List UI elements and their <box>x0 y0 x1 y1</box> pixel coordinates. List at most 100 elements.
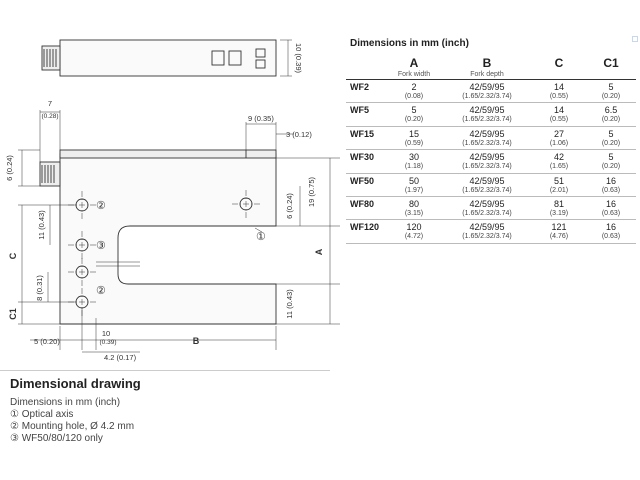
cell-a: 120(4.72) <box>386 220 442 243</box>
front-connector <box>39 161 61 187</box>
cell-c1: 16(0.63) <box>586 196 636 219</box>
cell-c1-mm: 6.5 <box>604 105 618 116</box>
cell-c1-inch: (0.20) <box>601 93 621 100</box>
cell-c-inch: (3.19) <box>549 209 569 217</box>
cell-b: 42/59/95(1.65/2.32/3.74) <box>442 196 532 219</box>
cell-c-mm: 42 <box>553 152 564 163</box>
caption-line-wf-only: ③ WF50/80/120 only <box>10 433 103 444</box>
cell-c1-mm: 5 <box>608 128 614 139</box>
label-c1: C1 <box>8 308 18 320</box>
top-view-body <box>59 39 277 77</box>
cell-a: 5(0.20) <box>386 103 442 126</box>
row-model: WF5 <box>350 105 369 116</box>
marker-optical-axis: ① <box>256 231 266 243</box>
cell-c-mm: 14 <box>553 105 564 116</box>
table-row: WF80 80(3.15)42/59/95(1.65/2.32/3.74)81(3… <box>346 196 636 220</box>
row-model: WF120 <box>350 222 380 233</box>
cell-c: 42(1.65) <box>532 150 586 173</box>
fork-outline <box>59 153 277 325</box>
cell-a: 80(3.15) <box>386 196 442 219</box>
cell-c-inch: (1.65) <box>549 163 569 171</box>
cell-c: 14(0.55) <box>532 80 586 103</box>
led-window-1 <box>211 50 225 66</box>
dim-10-bottom: 10 <box>102 329 110 338</box>
cell-a-mm: 120 <box>406 222 422 233</box>
cell-a: 15(0.59) <box>386 126 442 149</box>
cell-b: 42/59/95(1.65/2.32/3.74) <box>442 126 532 149</box>
dim-6-right: 6 (0.24) <box>285 193 294 219</box>
cell-b-mm: 42/59/95 <box>469 82 505 92</box>
dim-7-inch: (0.28) <box>42 113 59 120</box>
cell-c: 121(4.76) <box>532 220 586 243</box>
cell-b-inch: (1.65/2.32/3.74) <box>462 186 512 194</box>
cell-c-inch: (0.55) <box>549 116 569 124</box>
cell-c1: 16(0.63) <box>586 220 636 243</box>
cell-a: 50(1.97) <box>386 173 442 196</box>
cell-c: 27(1.06) <box>532 126 586 149</box>
led-small-2 <box>255 59 266 69</box>
cell-c-inch: (0.55) <box>549 93 569 100</box>
dim-6-left: 6 (0.24) <box>5 155 14 181</box>
cell-b: 42/59/95(1.65/2.32/3.74) <box>442 220 532 243</box>
dim-8: 8 (0.31) <box>35 275 44 301</box>
dim-5: 5 (0.20) <box>34 337 60 346</box>
led-window-2 <box>228 50 242 66</box>
cell-b-mm: 42/59/95 <box>469 105 505 116</box>
cell-a: 30(1.18) <box>386 150 442 173</box>
cell-b: 42/59/95(1.65/2.32/3.74) <box>442 173 532 196</box>
caption-line-optical-axis: ① Optical axis <box>10 409 74 420</box>
cell-a: 2(0.08) <box>386 80 442 103</box>
cell-b-mm: 42/59/95 <box>469 175 505 186</box>
row-model: WF30 <box>350 152 375 163</box>
cell-c1-mm: 5 <box>608 82 614 92</box>
cell-a-mm: 15 <box>408 128 419 139</box>
cell-a-mm: 80 <box>408 198 419 209</box>
cell-c: 51(2.01) <box>532 173 586 196</box>
cell-c1-inch: (0.20) <box>601 139 621 147</box>
cell-c: 14(0.55) <box>532 103 586 126</box>
cell-a-inch: (0.20) <box>404 116 424 124</box>
cell-b-inch: (1.65/2.32/3.74) <box>462 233 512 241</box>
cell-b: 42/59/95(1.65/2.32/3.74) <box>442 103 532 126</box>
cell-b: 42/59/95(1.65/2.32/3.74) <box>442 80 532 103</box>
cell-c: 81(3.19) <box>532 196 586 219</box>
dim-4-2: 4.2 (0.17) <box>104 353 137 362</box>
cell-c1: 5(0.20) <box>586 150 636 173</box>
cell-c1-inch: (0.20) <box>601 116 621 124</box>
row-model: WF50 <box>350 175 375 186</box>
cell-c-mm: 27 <box>553 128 564 139</box>
cell-c1-mm: 16 <box>605 175 616 186</box>
cell-c1: 6.5(0.20) <box>586 103 636 126</box>
cell-b-inch: (1.65/2.32/3.74) <box>462 209 512 217</box>
cell-c1-mm: 5 <box>608 152 614 163</box>
cell-c-inch: (1.06) <box>549 139 569 147</box>
cell-b-mm: 42/59/95 <box>469 222 505 233</box>
cell-b-mm: 42/59/95 <box>469 128 505 139</box>
dim-7: 7 <box>48 99 52 108</box>
corner-marker <box>632 36 638 42</box>
row-model: WF80 <box>350 198 375 209</box>
top-view-connector <box>41 45 61 71</box>
cell-a-mm: 5 <box>411 105 417 116</box>
cell-a-mm: 2 <box>411 82 417 92</box>
cell-a-inch: (0.08) <box>404 93 424 100</box>
marker-mounting-hole-top: ② <box>96 200 106 212</box>
cell-a-inch: (4.72) <box>404 233 424 241</box>
caption-title: Dimensional drawing <box>10 376 141 391</box>
label-a: A <box>314 248 324 255</box>
caption-line-mounting-hole: ② Mounting hole, Ø 4.2 mm <box>10 421 135 432</box>
marker-mounting-hole-bottom: ② <box>96 285 106 297</box>
marker-wf50-only: ③ <box>96 240 106 252</box>
dimensional-drawing: 10 (0.39) 7 (0.28) 9 (0.35) 3 (0.12) 6 (… <box>5 39 340 362</box>
row-model: WF15 <box>350 128 375 139</box>
cell-a-inch: (1.18) <box>404 163 424 171</box>
cell-b-inch: (1.65/2.32/3.74) <box>462 163 512 171</box>
caption-divider <box>0 370 330 371</box>
